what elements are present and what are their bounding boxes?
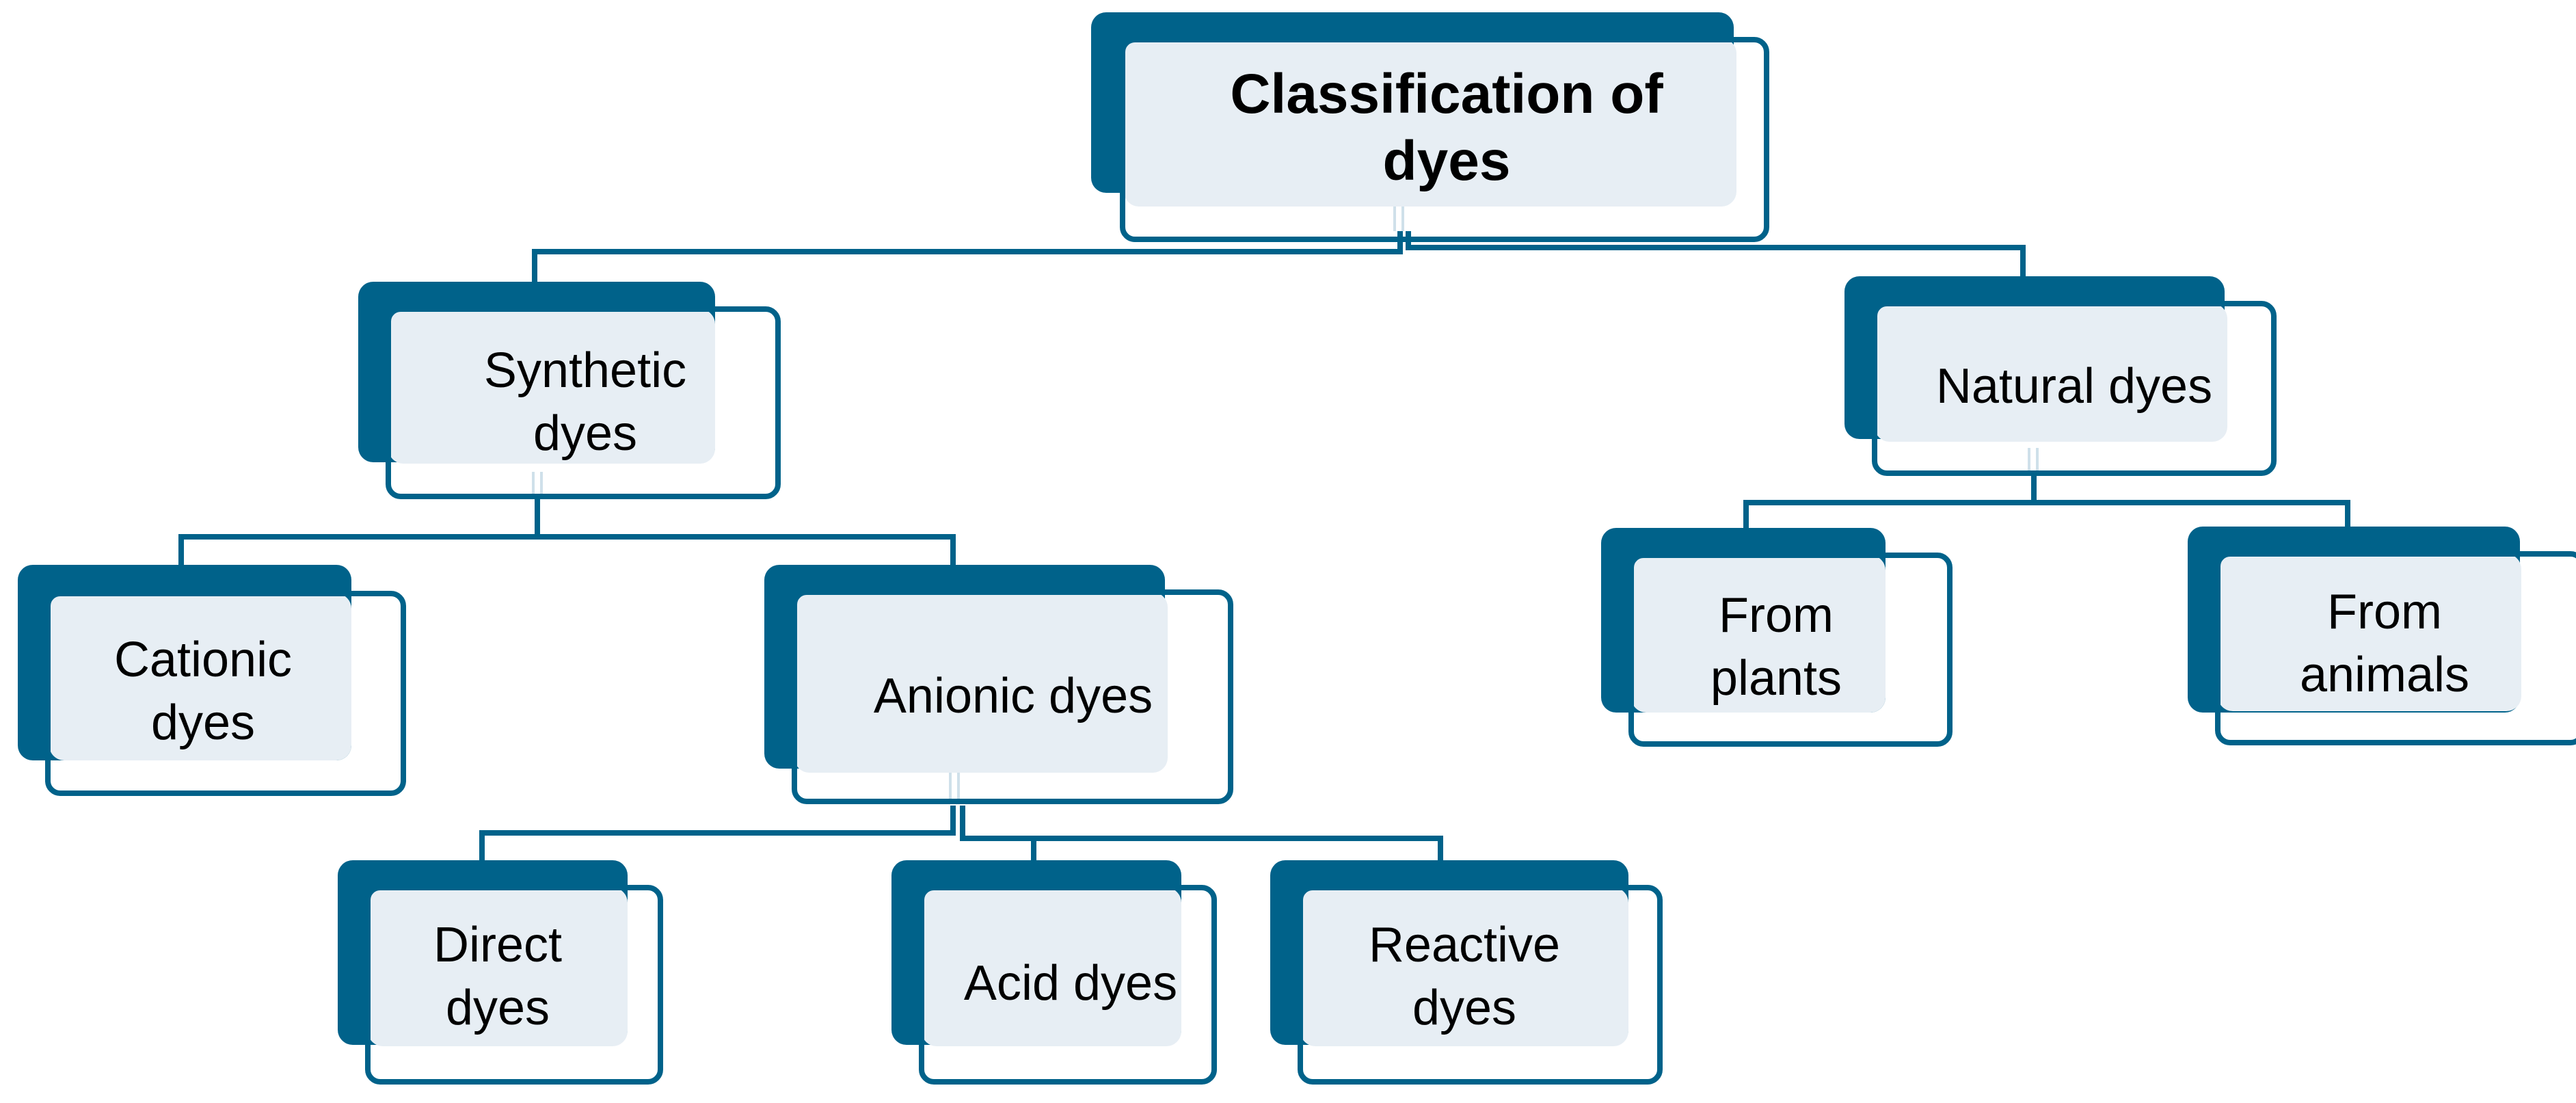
connector-natural-plants [1743,476,2037,528]
reactive-dyes-label: Reactive dyes [1368,918,1561,1035]
synthetic-dyes-label: Synthetic dyes [483,343,687,461]
from-animals-label: From animals [2299,585,2470,702]
connector-anionic-direct [479,806,956,860]
connector-natural-animals [2034,500,2350,527]
from-plants-label: From plants [1710,588,1842,706]
connector-synthetic-anionic [537,534,956,565]
cationic-dyes-label: Cationic dyes [113,633,293,750]
natural-dyes-label: Natural dyes [1935,359,2213,414]
connector-anionic-reactive [963,836,1443,860]
direct-dyes-label: Direct dyes [433,918,562,1035]
connector-anionic-acid [960,806,1036,860]
connector-synthetic-cationic [178,496,540,565]
acid-dyes-label: Acid dyes [963,956,1178,1011]
root-label: Classification of dyes [1230,63,1663,192]
anionic-dyes-label: Anionic dyes [873,669,1153,723]
